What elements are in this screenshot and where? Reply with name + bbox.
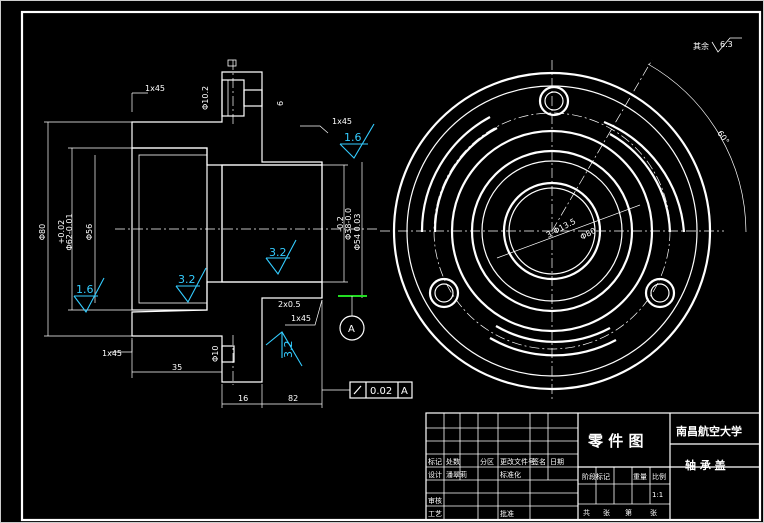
chamfer-right-bottom: 1x45 bbox=[291, 314, 311, 323]
svg-text:日期: 日期 bbox=[550, 458, 564, 466]
chamfer-right-top: 1x45 bbox=[332, 117, 352, 126]
designer-name: 潘翠莉 bbox=[446, 470, 467, 479]
svg-text:批准: 批准 bbox=[500, 509, 514, 518]
runout-tol: 0.02 bbox=[370, 386, 392, 397]
dim-bore-tol-upper: +0.02 bbox=[57, 220, 66, 245]
dim-len-82: 82 bbox=[288, 394, 298, 403]
drawing-title: 零 件 图 bbox=[587, 432, 643, 450]
svg-text:张: 张 bbox=[603, 508, 610, 517]
slot-right bbox=[603, 120, 686, 233]
dim-bore-tol-lower: Φ62-0.01 bbox=[65, 213, 74, 250]
dim-len-16: 16 bbox=[238, 394, 248, 403]
roughness-note-value: 6.3 bbox=[720, 40, 733, 49]
roughness-a: 1.6 bbox=[339, 123, 375, 159]
dim-len-35: 35 bbox=[172, 363, 182, 372]
datum-circle bbox=[339, 315, 365, 341]
svg-text:3.2: 3.2 bbox=[178, 273, 196, 286]
roughness-d: 1.6 bbox=[73, 277, 105, 314]
svg-text:处数: 处数 bbox=[446, 457, 460, 466]
svg-text:分区: 分区 bbox=[480, 457, 494, 466]
dim-holes: 3-Φ13.5 bbox=[545, 217, 578, 240]
svg-text:比例: 比例 bbox=[652, 472, 666, 481]
part-name: 轴 承 盖 bbox=[685, 458, 726, 472]
bolt-hole-right bbox=[644, 277, 676, 309]
dim-hole-bot: Φ10 bbox=[211, 346, 220, 362]
svg-text:重量: 重量 bbox=[633, 473, 647, 481]
roughness-c: 3.2 bbox=[175, 267, 207, 304]
roughness-e: 3.2 bbox=[265, 331, 303, 367]
title-block: 南昌航空大学 零 件 图 轴 承 盖 标记 处数 分区 更改文件号 签名 日期 … bbox=[425, 412, 761, 521]
chamfer-top: 1x45 bbox=[145, 84, 165, 93]
roughness-note-label: 其余 bbox=[693, 41, 709, 51]
dim-bore: Φ56 bbox=[85, 224, 94, 240]
svg-text:3.2: 3.2 bbox=[269, 246, 287, 259]
angle-label: 60° bbox=[715, 129, 731, 146]
section-lower-body bbox=[131, 281, 323, 383]
bolt-hole-top bbox=[538, 85, 570, 117]
svg-text:设计: 设计 bbox=[428, 470, 442, 479]
front-view: 60° 3-Φ13.5 Φ80 bbox=[380, 59, 747, 400]
drawing-frame bbox=[20, 10, 762, 522]
svg-text:1.6: 1.6 bbox=[76, 283, 94, 296]
dim-hub-outer: Φ54 0.03 bbox=[353, 214, 362, 251]
chamfer-left-bottom: 1x45 bbox=[102, 349, 122, 358]
bore-right bbox=[221, 164, 323, 283]
svg-text:共: 共 bbox=[583, 508, 590, 517]
svg-text:第: 第 bbox=[625, 508, 632, 517]
general-roughness-note: 其余 6.3 bbox=[693, 37, 742, 53]
runout-datum: A bbox=[401, 386, 408, 397]
dim-hole-top-b: 6 bbox=[276, 101, 285, 106]
dim-hub-tol: -0.2 bbox=[336, 216, 345, 232]
scale-value: 1:1 bbox=[652, 491, 663, 499]
school-name: 南昌航空大学 bbox=[676, 424, 742, 438]
dim-outer-dia: Φ80 bbox=[38, 224, 47, 240]
svg-text:标记: 标记 bbox=[428, 457, 442, 466]
svg-text:张: 张 bbox=[650, 508, 657, 517]
svg-text:3.2: 3.2 bbox=[282, 341, 295, 359]
section-view: Φ80 +0.02 Φ62-0.01 Φ56 -0.2 Φ38-0.0 Φ54 … bbox=[38, 59, 413, 408]
svg-text:阶段标记: 阶段标记 bbox=[582, 472, 610, 481]
dim-hole-top: Φ10.2 bbox=[201, 86, 210, 110]
bolt-hole-left bbox=[428, 277, 460, 309]
svg-text:签名: 签名 bbox=[532, 457, 546, 466]
datum-label: A bbox=[348, 324, 355, 335]
slot-bottom bbox=[489, 337, 617, 357]
dim-groove: 2x0.5 bbox=[278, 300, 301, 309]
svg-text:审核: 审核 bbox=[428, 496, 442, 505]
svg-text:标准化: 标准化 bbox=[500, 470, 521, 479]
svg-text:1.6: 1.6 bbox=[344, 131, 362, 144]
roughness-b: 3.2 bbox=[265, 239, 297, 276]
dim-hub: Φ38-0.0 bbox=[344, 208, 353, 240]
slot-left bbox=[433, 127, 498, 233]
svg-text:工艺: 工艺 bbox=[428, 510, 442, 518]
svg-text:更改文件号: 更改文件号 bbox=[500, 457, 535, 466]
